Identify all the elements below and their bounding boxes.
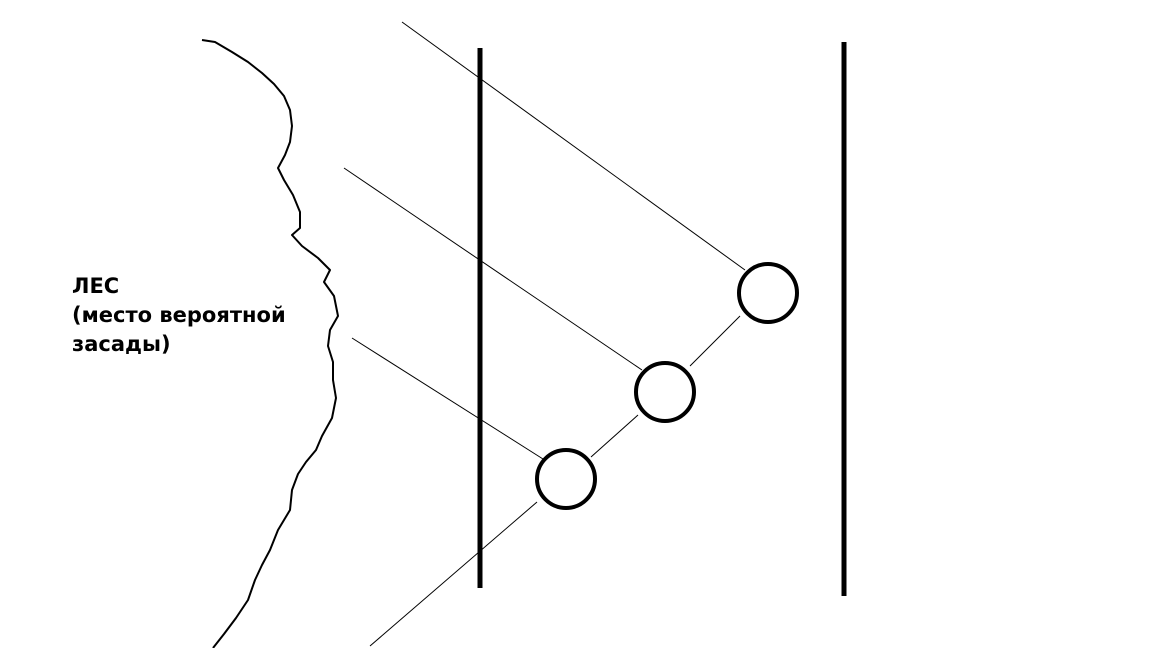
unit-circle-rear — [535, 448, 597, 510]
forest-title: ЛЕС — [72, 274, 120, 298]
forest-note-line1: (место вероятной — [72, 303, 286, 327]
sight-line-top — [401, 21, 746, 271]
forest-label: ЛЕС (место вероятной засады) — [72, 272, 286, 359]
unit-circle-middle — [634, 361, 696, 423]
forest-edge-line — [201, 39, 339, 648]
column-connector-lower — [590, 414, 639, 458]
unit-circle-front — [737, 262, 799, 324]
sight-line-middle — [343, 167, 643, 371]
forest-note-line2: засады) — [72, 332, 171, 356]
sight-line-bottom — [351, 337, 544, 460]
column-tail-line — [369, 501, 538, 647]
column-connector-upper — [689, 315, 741, 367]
